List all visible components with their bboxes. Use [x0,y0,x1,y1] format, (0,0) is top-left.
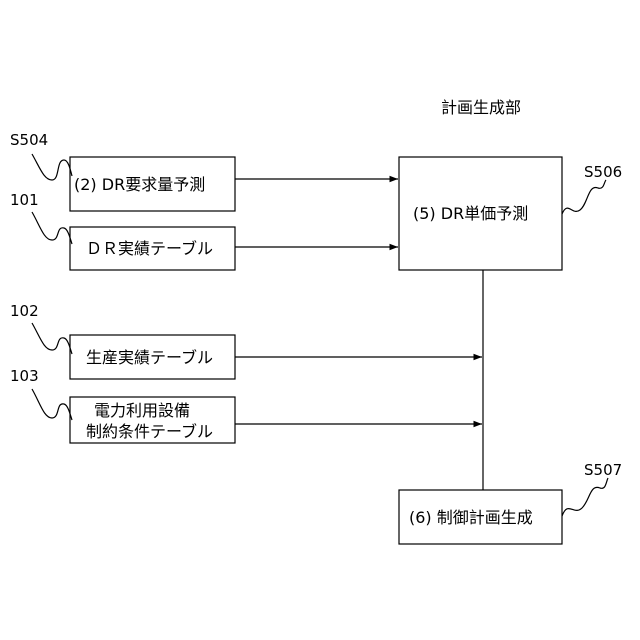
dr-record-table-label: ＤＲ実績テーブル [86,239,213,258]
leader-s507 [562,478,608,516]
power-constraint-line1: 電力利用設備 [94,401,190,420]
control-plan-label: (6) 制御計画生成 [409,508,533,527]
leader-102 [32,323,72,354]
section-title: 計画生成部 [441,98,521,117]
ref-103: 103 [10,367,39,385]
dr-demand-label: (2) DR要求量予測 [74,175,205,194]
ref-s506: S506 [584,163,622,181]
ref-s504: S504 [10,131,48,149]
dr-unit-price-label: (5) DR単価予測 [413,204,528,223]
power-constraint-line2: 制約条件テーブル [86,422,213,441]
ref-101: 101 [10,191,39,209]
leader-103 [32,389,72,420]
leader-101 [32,212,72,244]
leader-s504 [32,154,72,180]
ref-s507: S507 [584,461,622,479]
ref-102: 102 [10,302,39,320]
production-record-table-label: 生産実績テーブル [86,348,213,367]
leader-s506 [562,180,606,214]
